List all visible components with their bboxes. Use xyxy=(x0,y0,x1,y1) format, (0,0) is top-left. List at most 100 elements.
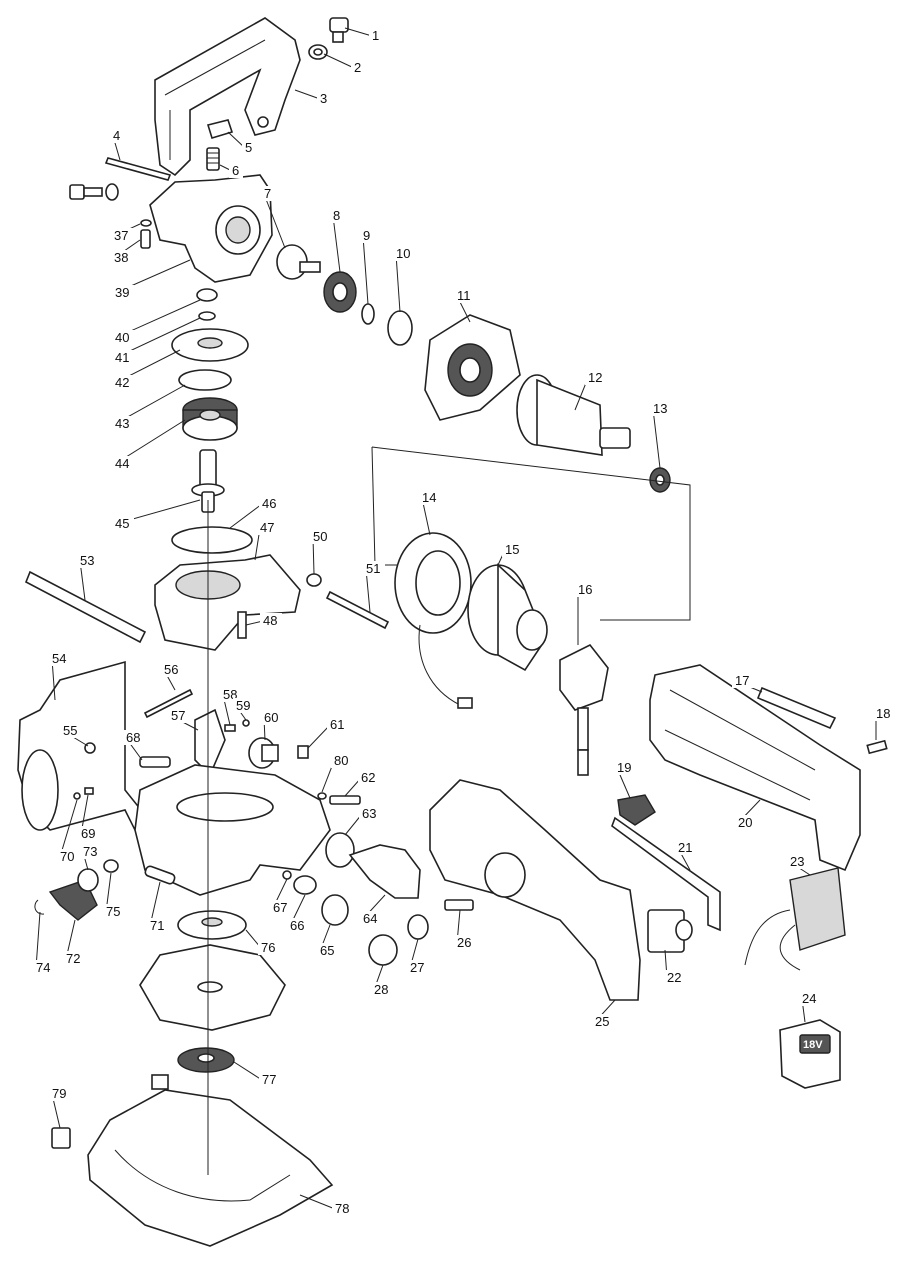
leader-line-3 xyxy=(294,89,321,100)
part-number-label-21: 21 xyxy=(678,840,692,855)
part-number-label-1: 1 xyxy=(372,28,379,43)
switch-part-22 xyxy=(647,909,693,953)
leader-line-13 xyxy=(652,408,661,469)
callout-bg-26 xyxy=(454,935,476,950)
ring-part-80 xyxy=(317,792,327,800)
cap-part-28 xyxy=(368,934,398,966)
callout-bg-43 xyxy=(112,416,134,431)
part-number-label-61: 61 xyxy=(330,717,344,732)
part-number-label-59: 59 xyxy=(236,698,250,713)
part-number-label-4: 4 xyxy=(113,128,120,143)
callout-bg-66 xyxy=(287,918,309,933)
callout-bg-10 xyxy=(393,246,415,261)
leader-line-61 xyxy=(307,724,331,749)
callout-bg-7 xyxy=(261,186,275,201)
callout-bg-76 xyxy=(258,940,280,955)
callout-bg-63 xyxy=(359,806,381,821)
callout-bg-3 xyxy=(317,91,331,106)
part-number-label-75: 75 xyxy=(106,904,120,919)
rod-part-53 xyxy=(24,570,147,644)
callout-bg-39 xyxy=(112,285,134,300)
callout-bg-48 xyxy=(260,613,282,628)
o-ring-part-63 xyxy=(325,832,355,868)
part-number-label-15: 15 xyxy=(505,542,519,557)
part-number-label-73: 73 xyxy=(83,844,97,859)
part-number-label-40: 40 xyxy=(115,330,129,345)
part-number-label-38: 38 xyxy=(114,250,128,265)
part-number-label-67: 67 xyxy=(273,900,287,915)
label-strip-part-17 xyxy=(756,686,837,730)
callout-bg-28 xyxy=(371,982,393,997)
callout-bg-21 xyxy=(675,840,697,855)
callout-bg-65 xyxy=(317,943,339,958)
callout-bg-14 xyxy=(419,490,441,505)
part-number-label-13: 13 xyxy=(653,401,667,416)
part-number-label-20: 20 xyxy=(738,815,752,830)
part-number-label-10: 10 xyxy=(396,246,410,261)
gear-housing-part-39 xyxy=(149,174,273,283)
callout-bg-74 xyxy=(33,960,55,975)
callout-bg-78 xyxy=(332,1201,354,1216)
leader-line-2 xyxy=(323,53,355,69)
callout-bg-6 xyxy=(229,163,243,178)
part-number-label-37: 37 xyxy=(114,228,128,243)
knob-part-60 xyxy=(248,737,279,769)
part-number-label-39: 39 xyxy=(115,285,129,300)
base-plate-part-78 xyxy=(87,1089,334,1247)
callout-bg-71 xyxy=(147,918,169,933)
leader-line-9 xyxy=(362,235,369,305)
part-number-label-50: 50 xyxy=(313,529,327,544)
callout-bg-23 xyxy=(787,854,809,869)
nut-part-50 xyxy=(306,573,322,587)
screw-part-51 xyxy=(325,590,390,630)
callout-bg-1 xyxy=(369,28,383,43)
brush-holder-part-16 xyxy=(559,643,609,776)
part-number-label-22: 22 xyxy=(667,970,681,985)
washer-part-75 xyxy=(103,859,119,873)
callout-bg-67 xyxy=(270,900,292,915)
callout-bg-51 xyxy=(363,561,385,576)
clip-piece xyxy=(151,1074,169,1090)
flange-part-77 xyxy=(177,1047,235,1073)
part-number-label-42: 42 xyxy=(115,375,129,390)
pin-part-38 xyxy=(140,229,151,249)
callout-bg-20 xyxy=(735,815,757,830)
part-number-label-53: 53 xyxy=(80,553,94,568)
callout-bg-55 xyxy=(60,723,82,738)
part-number-label-41: 41 xyxy=(115,350,129,365)
dust-nozzle-part-64 xyxy=(348,844,421,899)
callout-bg-50 xyxy=(310,529,332,544)
callout-bg-11 xyxy=(454,288,476,303)
part-number-label-47: 47 xyxy=(260,520,274,535)
part-number-label-3: 3 xyxy=(320,91,327,106)
callout-bg-45 xyxy=(112,516,134,531)
brush-cap-part-27 xyxy=(407,914,429,940)
part-number-label-25: 25 xyxy=(595,1014,609,1029)
callout-bg-27 xyxy=(407,960,429,975)
part-number-label-24: 24 xyxy=(802,991,816,1006)
flange-part-76 xyxy=(177,910,247,940)
ball-part-59 xyxy=(242,719,250,727)
spindle-part-45 xyxy=(191,449,225,513)
callout-bg-62 xyxy=(358,770,380,785)
part-number-label-64: 64 xyxy=(363,911,377,926)
part-number-label-23: 23 xyxy=(790,854,804,869)
leader-line-8 xyxy=(332,215,341,273)
part-number-label-7: 7 xyxy=(264,186,271,201)
callout-bg-16 xyxy=(575,582,597,597)
spring-part-71 xyxy=(144,865,176,885)
washer-part-66 xyxy=(293,875,317,895)
callout-bg-79 xyxy=(49,1086,71,1101)
screw-part-48 xyxy=(237,611,247,639)
callout-bg-13 xyxy=(650,401,672,416)
part-number-label-48: 48 xyxy=(263,613,277,628)
callout-bg-18 xyxy=(873,706,895,721)
callout-bg-46 xyxy=(259,496,281,511)
callout-bg-22 xyxy=(664,970,686,985)
leader-line-10 xyxy=(395,253,401,313)
housing-set-part-25 xyxy=(429,779,641,1001)
callout-bg-64 xyxy=(360,911,382,926)
leader-line-77 xyxy=(233,1061,263,1081)
screw-part-62 xyxy=(329,795,361,805)
callout-bg-9 xyxy=(360,228,374,243)
